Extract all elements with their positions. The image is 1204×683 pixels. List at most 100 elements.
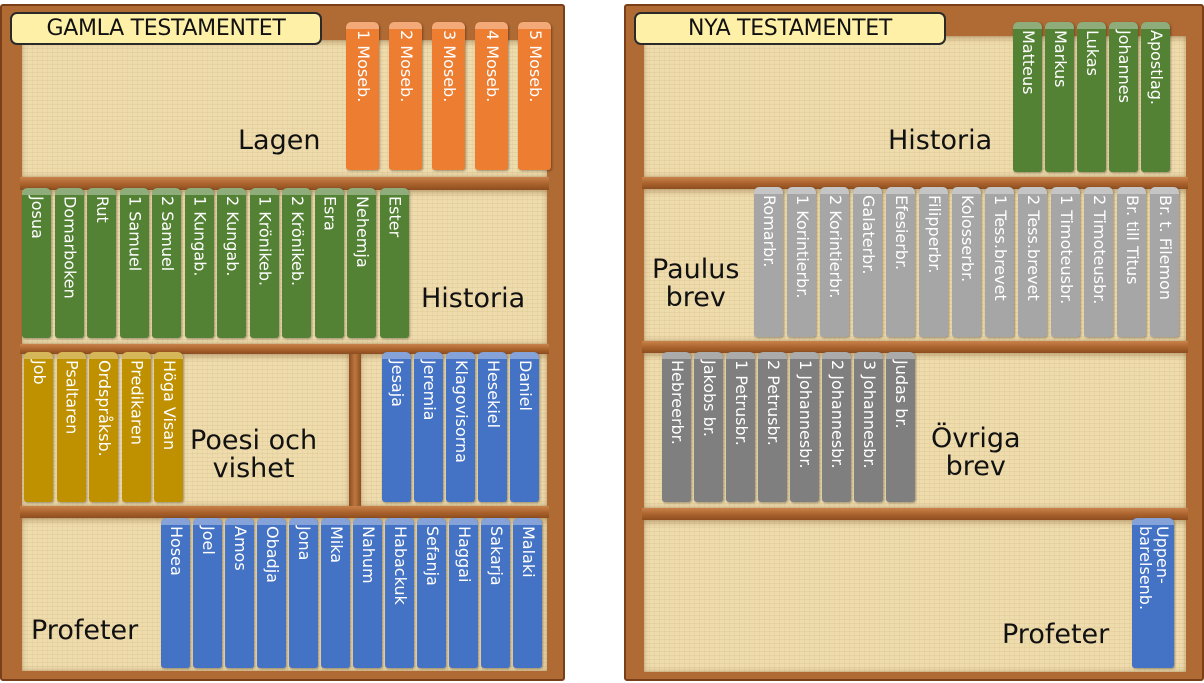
nt-prophecy-book-1: Uppen- barelsenb.	[1132, 518, 1174, 668]
nt-paul-label: Paulus brev	[652, 254, 740, 314]
ot-history-book-title: Nehemja	[352, 196, 372, 268]
ot-minor-prophets-book-title: Joel	[198, 526, 218, 555]
nt-other-letters-book-5: 1 Johannesbr.	[790, 352, 819, 502]
ot-history-book-title: 1 Kungab.	[190, 196, 210, 277]
ot-major-prophets-book-5: Daniel	[510, 352, 539, 502]
ot-laws-book-title: 2 Moseb.	[396, 30, 416, 103]
nt-history-book-1: Matteus	[1013, 22, 1042, 172]
nt-title: NYA TESTAMENTET	[634, 12, 946, 45]
nt-paul-book-9: 2 Tess.brevet	[1018, 187, 1047, 337]
ot-poetry-book-title: Predikaren	[127, 360, 147, 446]
nt-other-letters-book-title: 2 Petrusbr.	[763, 360, 783, 446]
ot-history-book-2: Domarboken	[54, 188, 84, 338]
ot-history-book-title: 2 Samuel	[157, 196, 177, 272]
ot-title: GAMLA TESTAMENTET	[10, 12, 322, 45]
ot-plank-1	[20, 177, 549, 190]
ot-history-book-title: 1 Krönikeb.	[255, 196, 275, 287]
ot-prophets-label: Profeter	[31, 615, 139, 646]
ot-history-book-title: 2 Kungab.	[222, 196, 242, 277]
nt-plank-2	[642, 341, 1188, 353]
nt-paul-book-10: 1 Timoteusbr.	[1051, 187, 1080, 337]
ot-history-book-9: 2 Krönikeb.	[282, 188, 311, 338]
nt-paul-book-1: Romarbr.	[754, 187, 783, 337]
nt-history-book-2: Markus	[1045, 22, 1074, 172]
nt-other-letters-book-title: Hebreerbr.	[667, 360, 687, 445]
nt-history-book-title: Johannes	[1114, 30, 1134, 103]
ot-poetry-book-5: Höga Visan	[154, 352, 183, 502]
nt-other-letters-book-1: Hebreerbr.	[662, 352, 691, 502]
ot-major-prophets-book-title: Jesaja	[387, 360, 407, 407]
nt-other-letters-book-title: Jakobs br.	[699, 360, 719, 437]
nt-plank-3	[642, 508, 1188, 520]
nt-paul-book-title: 2 Tess.brevet	[1023, 195, 1043, 301]
nt-paul-book-13: Br. t. Filemon	[1150, 187, 1179, 337]
ot-history-book-title: 2 Krönikeb.	[287, 196, 307, 287]
ot-minor-prophets-book-1: Hosea	[161, 518, 190, 668]
nt-paul-book-8: 1 Tess.brevet	[985, 187, 1014, 337]
ot-plank-2	[20, 344, 549, 354]
ot-minor-prophets-book-title: Jona	[294, 526, 314, 561]
nt-other-letters-label-line1: Övriga	[931, 423, 1021, 454]
nt-paul-book-title: Br. t. Filemon	[1155, 195, 1175, 300]
ot-major-prophets-book-title: Klagovisorna	[451, 360, 471, 463]
nt-other-letters-book-8: Judas br.	[886, 352, 915, 502]
ot-history-book-1: Josua	[22, 188, 51, 338]
ot-minor-prophets-book-5: Jona	[289, 518, 318, 668]
ot-plank-3	[20, 506, 549, 518]
ot-history-book-8: 1 Krönikeb.	[249, 188, 279, 338]
ot-laws-book-title: 5 Moseb.	[525, 30, 545, 103]
nt-other-letters-book-title: 2 Johannesbr.	[827, 360, 847, 469]
nt-paul-book-12: Br. till Titus	[1117, 187, 1146, 337]
ot-minor-prophets-book-title: Sakarja	[486, 526, 506, 586]
nt-paul-book-title: Romarbr.	[759, 195, 779, 268]
ot-laws-book-1: 1 Moseb.	[346, 22, 379, 170]
ot-major-prophets-book-2: Jeremia	[414, 352, 443, 502]
ot-history-label: Historia	[421, 283, 526, 314]
ot-history-book-6: 1 Kungab.	[184, 188, 214, 338]
nt-other-letters-book-7: 3 Johannesbr.	[854, 352, 883, 502]
ot-laws-book-4: 4 Moseb.	[475, 22, 508, 170]
nt-other-letters-label: Övriga brev	[931, 423, 1021, 483]
nt-paul-book-title: Efesierbr.	[891, 195, 911, 271]
ot-laws-book-title: 3 Moseb.	[439, 30, 459, 103]
ot-major-prophets-book-3: Klagovisorna	[446, 352, 475, 502]
ot-history-book-title: 1 Samuel	[125, 196, 145, 272]
ot-minor-prophets-book-8: Habackuk	[385, 518, 414, 668]
nt-paul-book-6: Filipperbr.	[919, 187, 948, 337]
nt-paul-book-title: Galaterbr.	[858, 195, 878, 275]
nt-shelf-4	[644, 520, 1186, 672]
nt-paul-book-title: 1 Timoteusbr.	[1056, 195, 1076, 305]
ot-minor-prophets-book-title: Obadja	[262, 526, 282, 583]
ot-minor-prophets-book-4: Obadja	[257, 518, 286, 668]
ot-poetry-book-3: Ordspråksb.	[89, 352, 118, 502]
nt-paul-label-line1: Paulus	[652, 254, 740, 285]
ot-history-book-7: 2 Kungab.	[217, 188, 246, 338]
nt-paul-label-line2: brev	[665, 282, 726, 314]
nt-other-letters-book-6: 2 Johannesbr.	[822, 352, 851, 502]
ot-history-book-title: Esra	[320, 196, 340, 231]
ot-poetry-label-line1: Poesi och	[190, 425, 318, 456]
ot-history-book-4: 1 Samuel	[119, 188, 149, 338]
nt-other-letters-book-title: 3 Johannesbr.	[859, 360, 879, 469]
ot-major-prophets-book-title: Hesekiel	[483, 360, 503, 429]
nt-paul-book-3: 2 Korintierbr.	[820, 187, 849, 337]
nt-history-book-5: Apostlag.	[1141, 22, 1170, 172]
ot-poetry-book-1: Job	[24, 352, 53, 502]
ot-history-book-11: Nehemja	[347, 188, 376, 338]
nt-other-letters-label-line2: brev	[945, 451, 1006, 483]
ot-minor-prophets-book-3: Amos	[225, 518, 254, 668]
ot-laws-book-2: 2 Moseb.	[389, 22, 422, 170]
ot-minor-prophets-book-title: Nahum	[358, 526, 378, 584]
ot-poetry-book-title: Job	[29, 360, 49, 385]
ot-minor-prophets-book-title: Habackuk	[390, 526, 410, 605]
nt-history-book-title: Apostlag.	[1146, 30, 1166, 105]
nt-other-letters-book-title: 1 Petrusbr.	[731, 360, 751, 446]
nt-history-book-3: Lukas	[1077, 22, 1106, 172]
ot-shelf-divider	[349, 354, 361, 506]
ot-minor-prophets-book-title: Malaki	[518, 526, 538, 578]
nt-plank-1	[642, 177, 1188, 189]
nt-history-label: Historia	[888, 125, 993, 156]
nt-prophecy-book-title: Uppen- barelsenb.	[1136, 526, 1172, 611]
ot-history-book-title: Josua	[27, 196, 47, 239]
ot-history-book-3: Rut	[87, 188, 116, 338]
